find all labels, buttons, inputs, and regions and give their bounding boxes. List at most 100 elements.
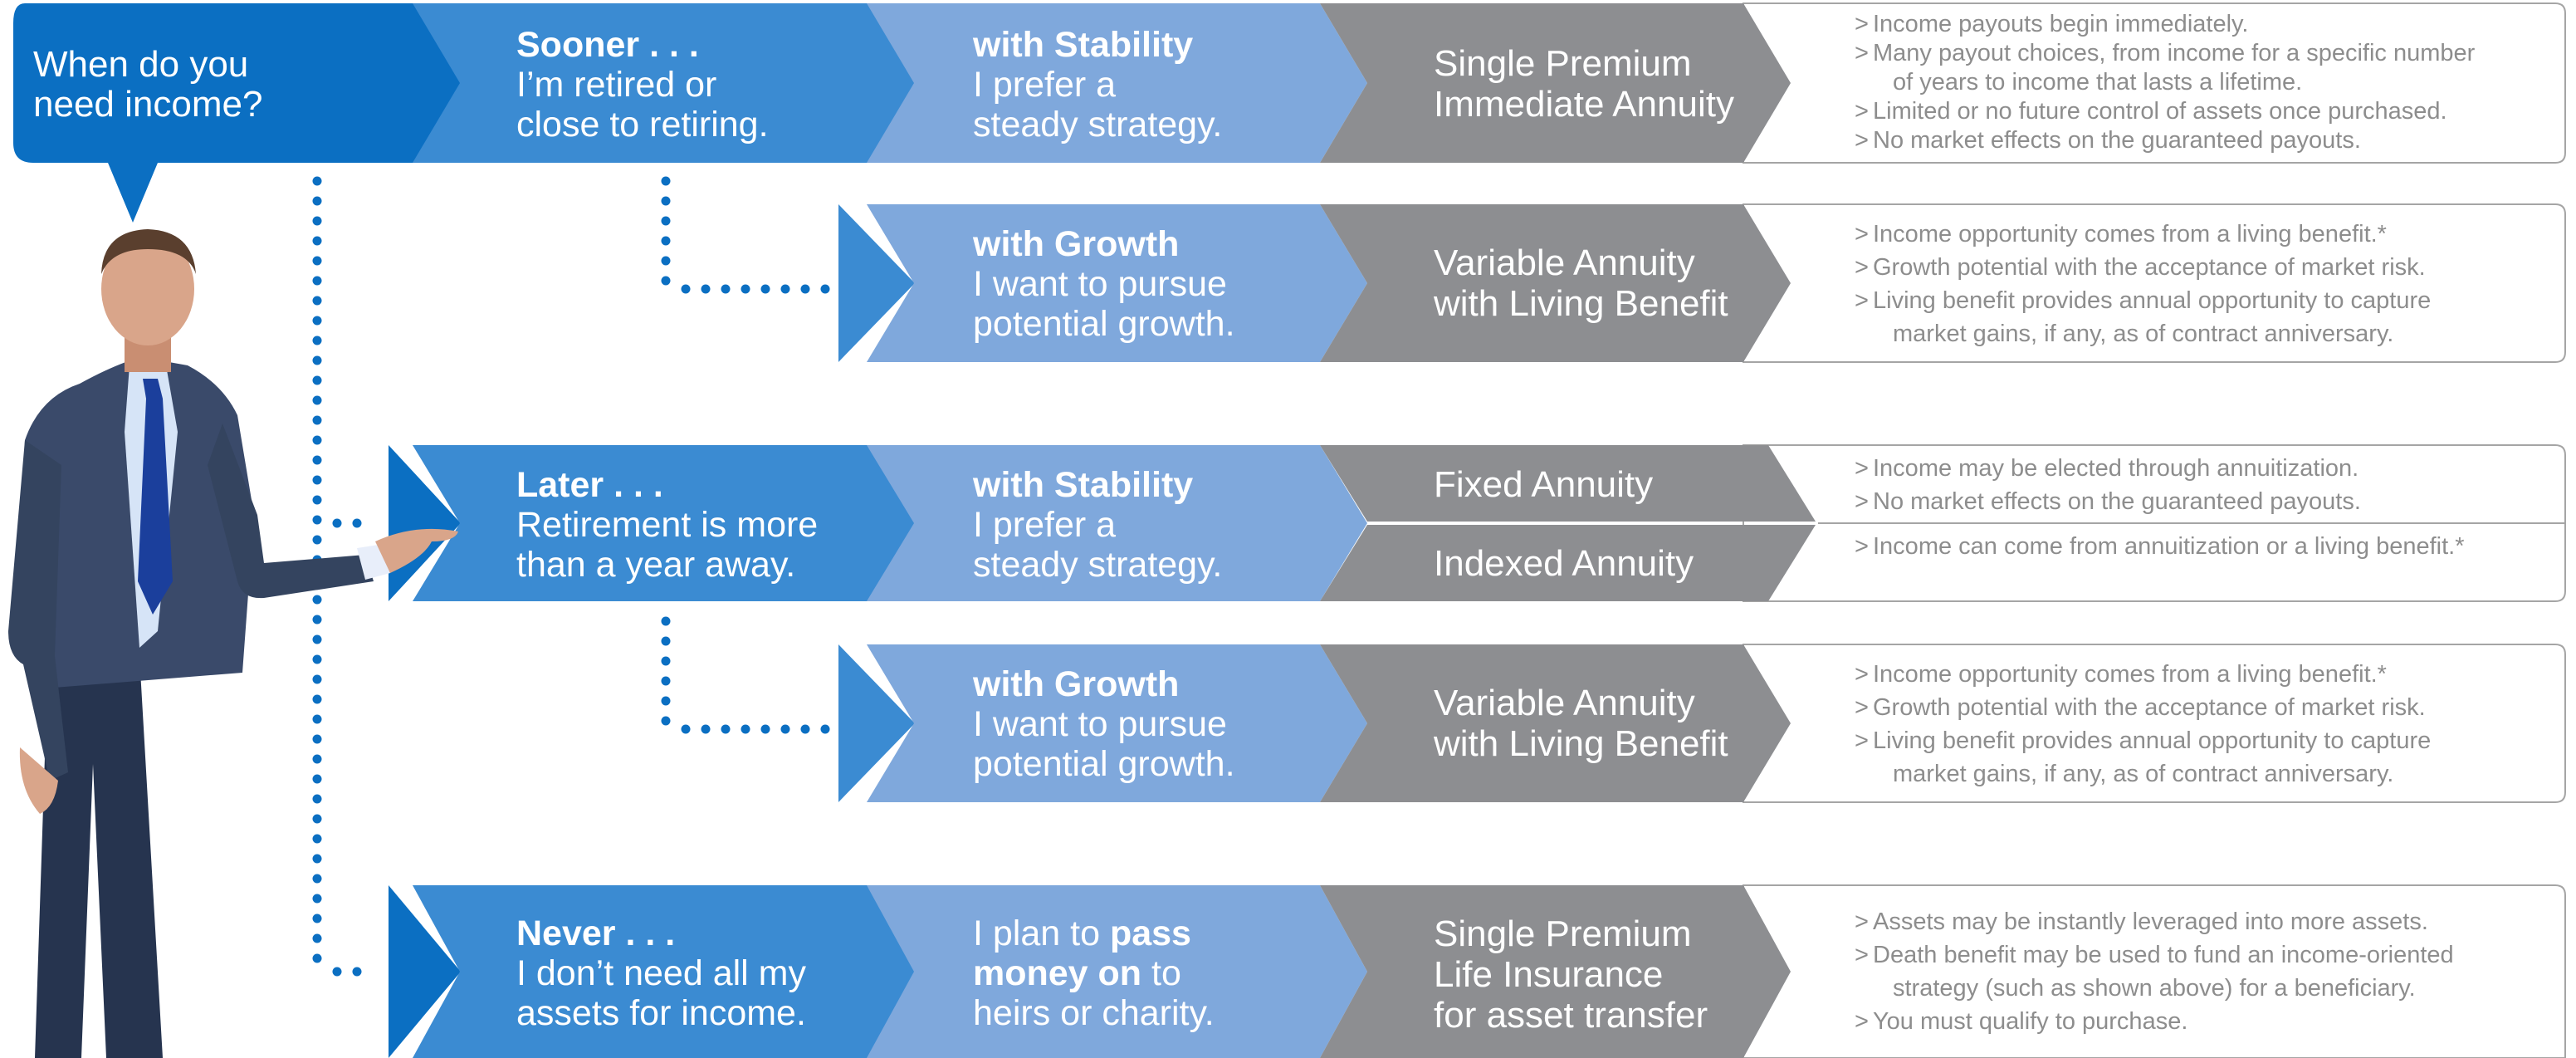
timing-sooner-line-2: close to retiring. <box>516 105 769 144</box>
connector-dot <box>312 316 322 326</box>
detail-item-continued: of years to income that lasts a lifetime… <box>1893 69 2303 96</box>
timing-sooner-heading: Sooner . . . <box>516 25 699 65</box>
preference-growth-1-heading: with Growth <box>973 224 1180 264</box>
connector-dot <box>312 894 322 904</box>
connector-dot <box>661 676 671 686</box>
connector-dot <box>681 284 691 294</box>
connector-dot <box>312 874 322 884</box>
connector-dot <box>661 696 671 706</box>
preference-growth-2-line-2: potential growth. <box>973 744 1235 784</box>
product-indexed-line-1: Indexed Annuity <box>1434 543 1694 584</box>
timing-never-line-2: assets for income. <box>516 993 806 1033</box>
connector-dot <box>661 256 671 266</box>
detail-item: Income opportunity comes from a living b… <box>1855 218 2431 251</box>
preference-legacy-label: I plan to pass money on to heirs or char… <box>973 914 1215 1033</box>
preference-legacy-bold-2: money on <box>973 953 1142 993</box>
detail-item: Growth potential with the acceptance of … <box>1855 251 2431 284</box>
timing-sooner-label: Sooner . . . I’m retired or close to ret… <box>516 25 769 144</box>
question-line-1: When do you <box>33 44 249 85</box>
product-va-1-label: Variable Annuity with Living Benefit <box>1434 242 1728 324</box>
connector-dot <box>312 834 322 844</box>
timing-arrow-later <box>413 445 915 601</box>
connector-dot <box>701 724 711 734</box>
timing-arrow-never <box>413 885 915 1058</box>
details-row3b: Income can come from annuitization or a … <box>1855 530 2464 563</box>
connector-dot <box>312 296 322 306</box>
connector-dot <box>312 794 322 804</box>
detail-item: Death benefit may be used to fund an inc… <box>1855 938 2454 972</box>
connector-dot <box>760 284 770 294</box>
preference-legacy-pre: I plan to <box>973 914 1110 953</box>
connector-dot <box>312 615 322 625</box>
product-va-2-line-1: Variable Annuity <box>1434 683 1695 723</box>
preference-stability-1-line-2: steady strategy. <box>973 105 1223 144</box>
spokesperson-image <box>8 229 458 1058</box>
preference-arrow-stability-2 <box>867 445 1367 601</box>
preference-stability-2-line-2: steady strategy. <box>973 545 1223 585</box>
preference-arrow-legacy <box>867 885 1367 1058</box>
detail-item: Living benefit provides annual opportuni… <box>1855 724 2431 757</box>
preference-stability-2-label: with Stability I prefer a steady strateg… <box>973 465 1222 585</box>
product-arrow-va-2 <box>1320 644 1791 802</box>
product-arrow-fixed <box>1320 445 1816 522</box>
product-arrow-indexed <box>1320 525 1816 601</box>
connector-dot <box>760 724 770 734</box>
connector-dot <box>721 724 731 734</box>
connector-dot <box>661 216 671 226</box>
connector-dot <box>312 176 322 186</box>
preference-growth-2-label: with Growth I want to pursue potential g… <box>973 664 1235 784</box>
connector-dot <box>312 475 322 485</box>
product-fixed-label: Fixed Annuity <box>1434 464 1653 505</box>
connector-dot <box>312 495 322 505</box>
connector-dot <box>352 967 362 977</box>
connector-dot <box>312 415 322 425</box>
product-life-line-2: Life Insurance <box>1434 954 1664 995</box>
timing-never-heading: Never . . . <box>516 914 676 953</box>
preference-stability-2-line-1: I prefer a <box>973 505 1117 545</box>
connector-dot <box>312 595 322 605</box>
connector-dot <box>800 724 810 734</box>
preference-arrow-growth-2 <box>867 644 1367 802</box>
product-spia-label: Single Premium Immediate Annuity <box>1434 43 1734 125</box>
product-indexed-label: Indexed Annuity <box>1434 543 1694 584</box>
connector-dot <box>312 216 322 226</box>
connector-dot <box>312 535 322 545</box>
connector-dot <box>701 284 711 294</box>
detail-item: You must qualify to purchase. <box>1855 1005 2454 1038</box>
connector-dot <box>312 854 322 864</box>
connector-dot <box>820 284 830 294</box>
connector-dot <box>332 518 342 528</box>
product-arrow-va-1 <box>1320 204 1791 362</box>
preference-growth-1-line-2: potential growth. <box>973 304 1235 344</box>
preference-legacy-line-2: money on to <box>973 953 1215 993</box>
connector-dot <box>661 716 671 726</box>
preference-arrow-growth-1 <box>867 204 1367 362</box>
connector-dot <box>661 616 671 626</box>
connector-dot <box>661 196 671 206</box>
connector-dot <box>312 375 322 385</box>
connector-dot <box>800 284 810 294</box>
connector-dot <box>312 455 322 465</box>
detail-item-continued: market gains, if any, as of contract ann… <box>1893 321 2394 347</box>
connector-dot <box>312 355 322 365</box>
entry-arrow-never <box>389 885 461 1058</box>
timing-later-label: Later . . . Retirement is more than a ye… <box>516 465 818 585</box>
product-life-line-3: for asset transfer <box>1434 995 1708 1036</box>
product-va-1-line-2: with Living Benefit <box>1434 283 1728 324</box>
detail-item: Income can come from annuitization or a … <box>1855 530 2464 563</box>
detail-item: Income opportunity comes from a living b… <box>1855 658 2431 691</box>
preference-legacy-bold-1: pass <box>1109 914 1191 953</box>
connector-dot <box>661 236 671 246</box>
preference-legacy-post: to <box>1141 953 1181 993</box>
connector-dot <box>352 518 362 528</box>
connector-dot <box>312 814 322 824</box>
timing-never-label: Never . . . I don’t need all my assets f… <box>516 914 806 1033</box>
detail-item: Income payouts begin immediately. <box>1855 10 2475 39</box>
details-row1: Income payouts begin immediately. Many p… <box>1855 10 2475 155</box>
connector-dot <box>661 276 671 286</box>
product-spia-line-2: Immediate Annuity <box>1434 84 1734 125</box>
preference-growth-1-line-1: I want to pursue <box>973 264 1227 304</box>
detail-item: Many payout choices, from income for a s… <box>1855 39 2475 68</box>
connector-dot <box>312 914 322 923</box>
connector-dot <box>312 734 322 744</box>
